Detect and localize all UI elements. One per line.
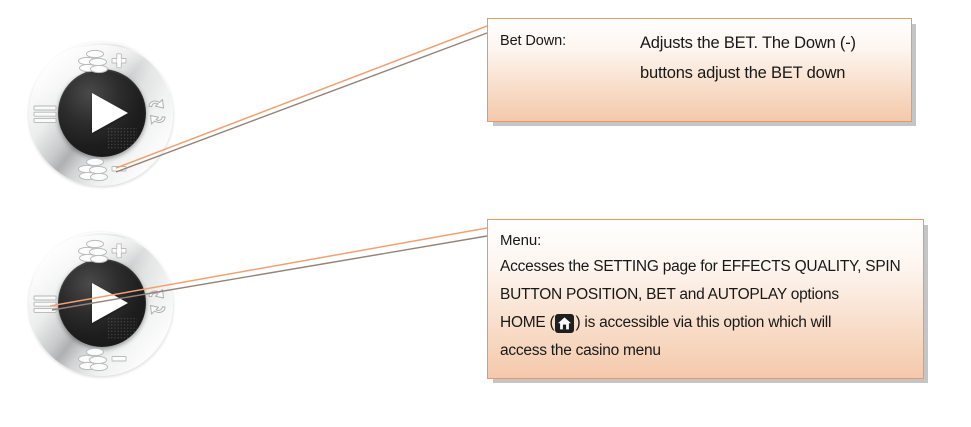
menu-icon[interactable]	[30, 98, 60, 128]
callout-menu-line1: Accesses the SETTING page for EFFECTS QU…	[500, 258, 901, 275]
spin-button-widget-menu[interactable]	[29, 232, 173, 376]
callout-bet-down-line2: buttons adjust the BET down	[640, 64, 846, 82]
bet-down-icon[interactable]	[74, 344, 129, 374]
callout-bet-down-label: Bet Down:	[500, 33, 566, 49]
callout-menu-label: Menu:	[500, 232, 542, 249]
callout-menu-line3-prefix: HOME (	[500, 314, 555, 331]
callout-menu-line3-suffix: ) is accessible via this option which wi…	[575, 314, 832, 331]
callout-bet-down-line1: Adjusts the BET. The Down (-)	[640, 34, 856, 52]
menu-icon[interactable]	[30, 288, 60, 318]
callout-menu-line3: HOME ( ) is accessible via this option wh…	[500, 309, 911, 337]
spin-play-button[interactable]	[58, 69, 146, 157]
spin-play-button[interactable]	[58, 259, 146, 347]
spin-button-widget-bet-down[interactable]	[29, 42, 173, 186]
play-icon	[92, 93, 128, 133]
callout-menu-line4: access the casino menu	[500, 342, 661, 359]
callout-bet-down: Bet Down: Adjusts the BET. The Down (-) …	[487, 18, 912, 122]
bet-up-icon[interactable]	[74, 46, 129, 76]
home-icon	[555, 313, 575, 333]
bet-down-icon[interactable]	[74, 154, 129, 184]
autoplay-icon[interactable]	[142, 96, 172, 128]
play-icon	[92, 283, 128, 323]
callout-menu-line2: BUTTON POSITION, BET and AUTOPLAY option…	[500, 286, 839, 303]
autoplay-icon[interactable]	[142, 286, 172, 318]
bet-up-icon[interactable]	[74, 236, 129, 266]
callout-menu: Menu: Accesses the SETTING page for EFFE…	[487, 219, 924, 379]
